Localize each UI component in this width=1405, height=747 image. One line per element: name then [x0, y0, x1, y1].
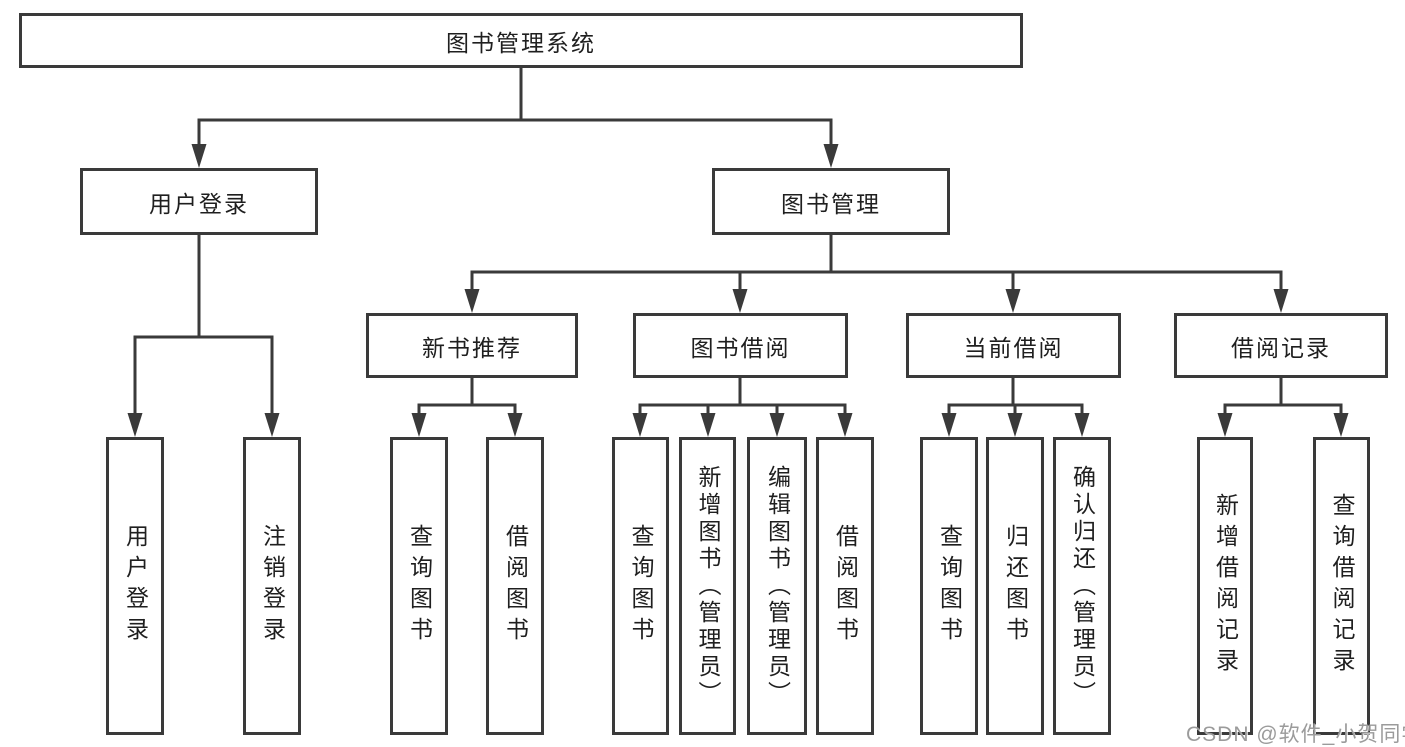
- node-user-login-action: 用户登录: [106, 437, 164, 735]
- node-new-book-recommendation: 新书推荐: [366, 313, 578, 378]
- node-label: 查询图书: [406, 524, 433, 648]
- node-borrow-books-recommend: 借阅图书: [486, 437, 544, 735]
- node-borrowing-records: 借阅记录: [1174, 313, 1388, 378]
- node-label: 查询图书: [628, 524, 654, 648]
- node-label: 图书借阅: [690, 334, 791, 361]
- node-confirm-return-admin: 确认归还（管理员）: [1053, 437, 1111, 735]
- node-label: 图书管理系统: [446, 29, 596, 56]
- node-label: 借阅图书: [832, 524, 859, 648]
- node-label: 用户登录: [122, 524, 149, 648]
- node-query-books-borrowing: 查询图书: [612, 437, 669, 735]
- node-label: 查询图书: [936, 524, 963, 648]
- node-edit-books-admin: 编辑图书（管理员）: [747, 437, 807, 735]
- node-label: 借阅记录: [1231, 334, 1331, 361]
- node-query-books-recommend: 查询图书: [390, 437, 448, 735]
- node-label: 编辑图书（管理员）: [764, 464, 791, 708]
- node-label: 用户登录: [149, 190, 249, 217]
- node-current-borrowing: 当前借阅: [906, 313, 1121, 378]
- node-query-borrow-record: 查询借阅记录: [1313, 437, 1370, 735]
- node-query-books-current: 查询图书: [920, 437, 978, 735]
- node-label: 新书推荐: [422, 334, 522, 361]
- node-library-management-system: 图书管理系统: [19, 13, 1023, 68]
- node-logout-action: 注销登录: [243, 437, 301, 735]
- node-book-management-module: 图书管理: [712, 168, 950, 235]
- node-label: 归还图书: [1002, 524, 1029, 648]
- node-user-login-module: 用户登录: [80, 168, 318, 235]
- node-book-borrowing: 图书借阅: [633, 313, 848, 378]
- node-return-books: 归还图书: [986, 437, 1044, 735]
- node-label: 新增借阅记录: [1212, 493, 1239, 679]
- node-label: 确认归还（管理员）: [1069, 464, 1096, 708]
- node-label: 注销登录: [259, 524, 286, 648]
- csdn-watermark: CSDN @软件_小贺同学: [1186, 723, 1405, 746]
- node-label: 查询借阅记录: [1329, 493, 1355, 679]
- node-label: 当前借阅: [963, 334, 1064, 361]
- node-label: 借阅图书: [502, 524, 529, 648]
- node-add-borrow-record: 新增借阅记录: [1197, 437, 1253, 735]
- node-label: 图书管理: [781, 190, 881, 217]
- node-add-books-admin: 新增图书（管理员）: [679, 437, 736, 735]
- node-label: 新增图书（管理员）: [695, 464, 721, 708]
- node-borrow-books: 借阅图书: [816, 437, 874, 735]
